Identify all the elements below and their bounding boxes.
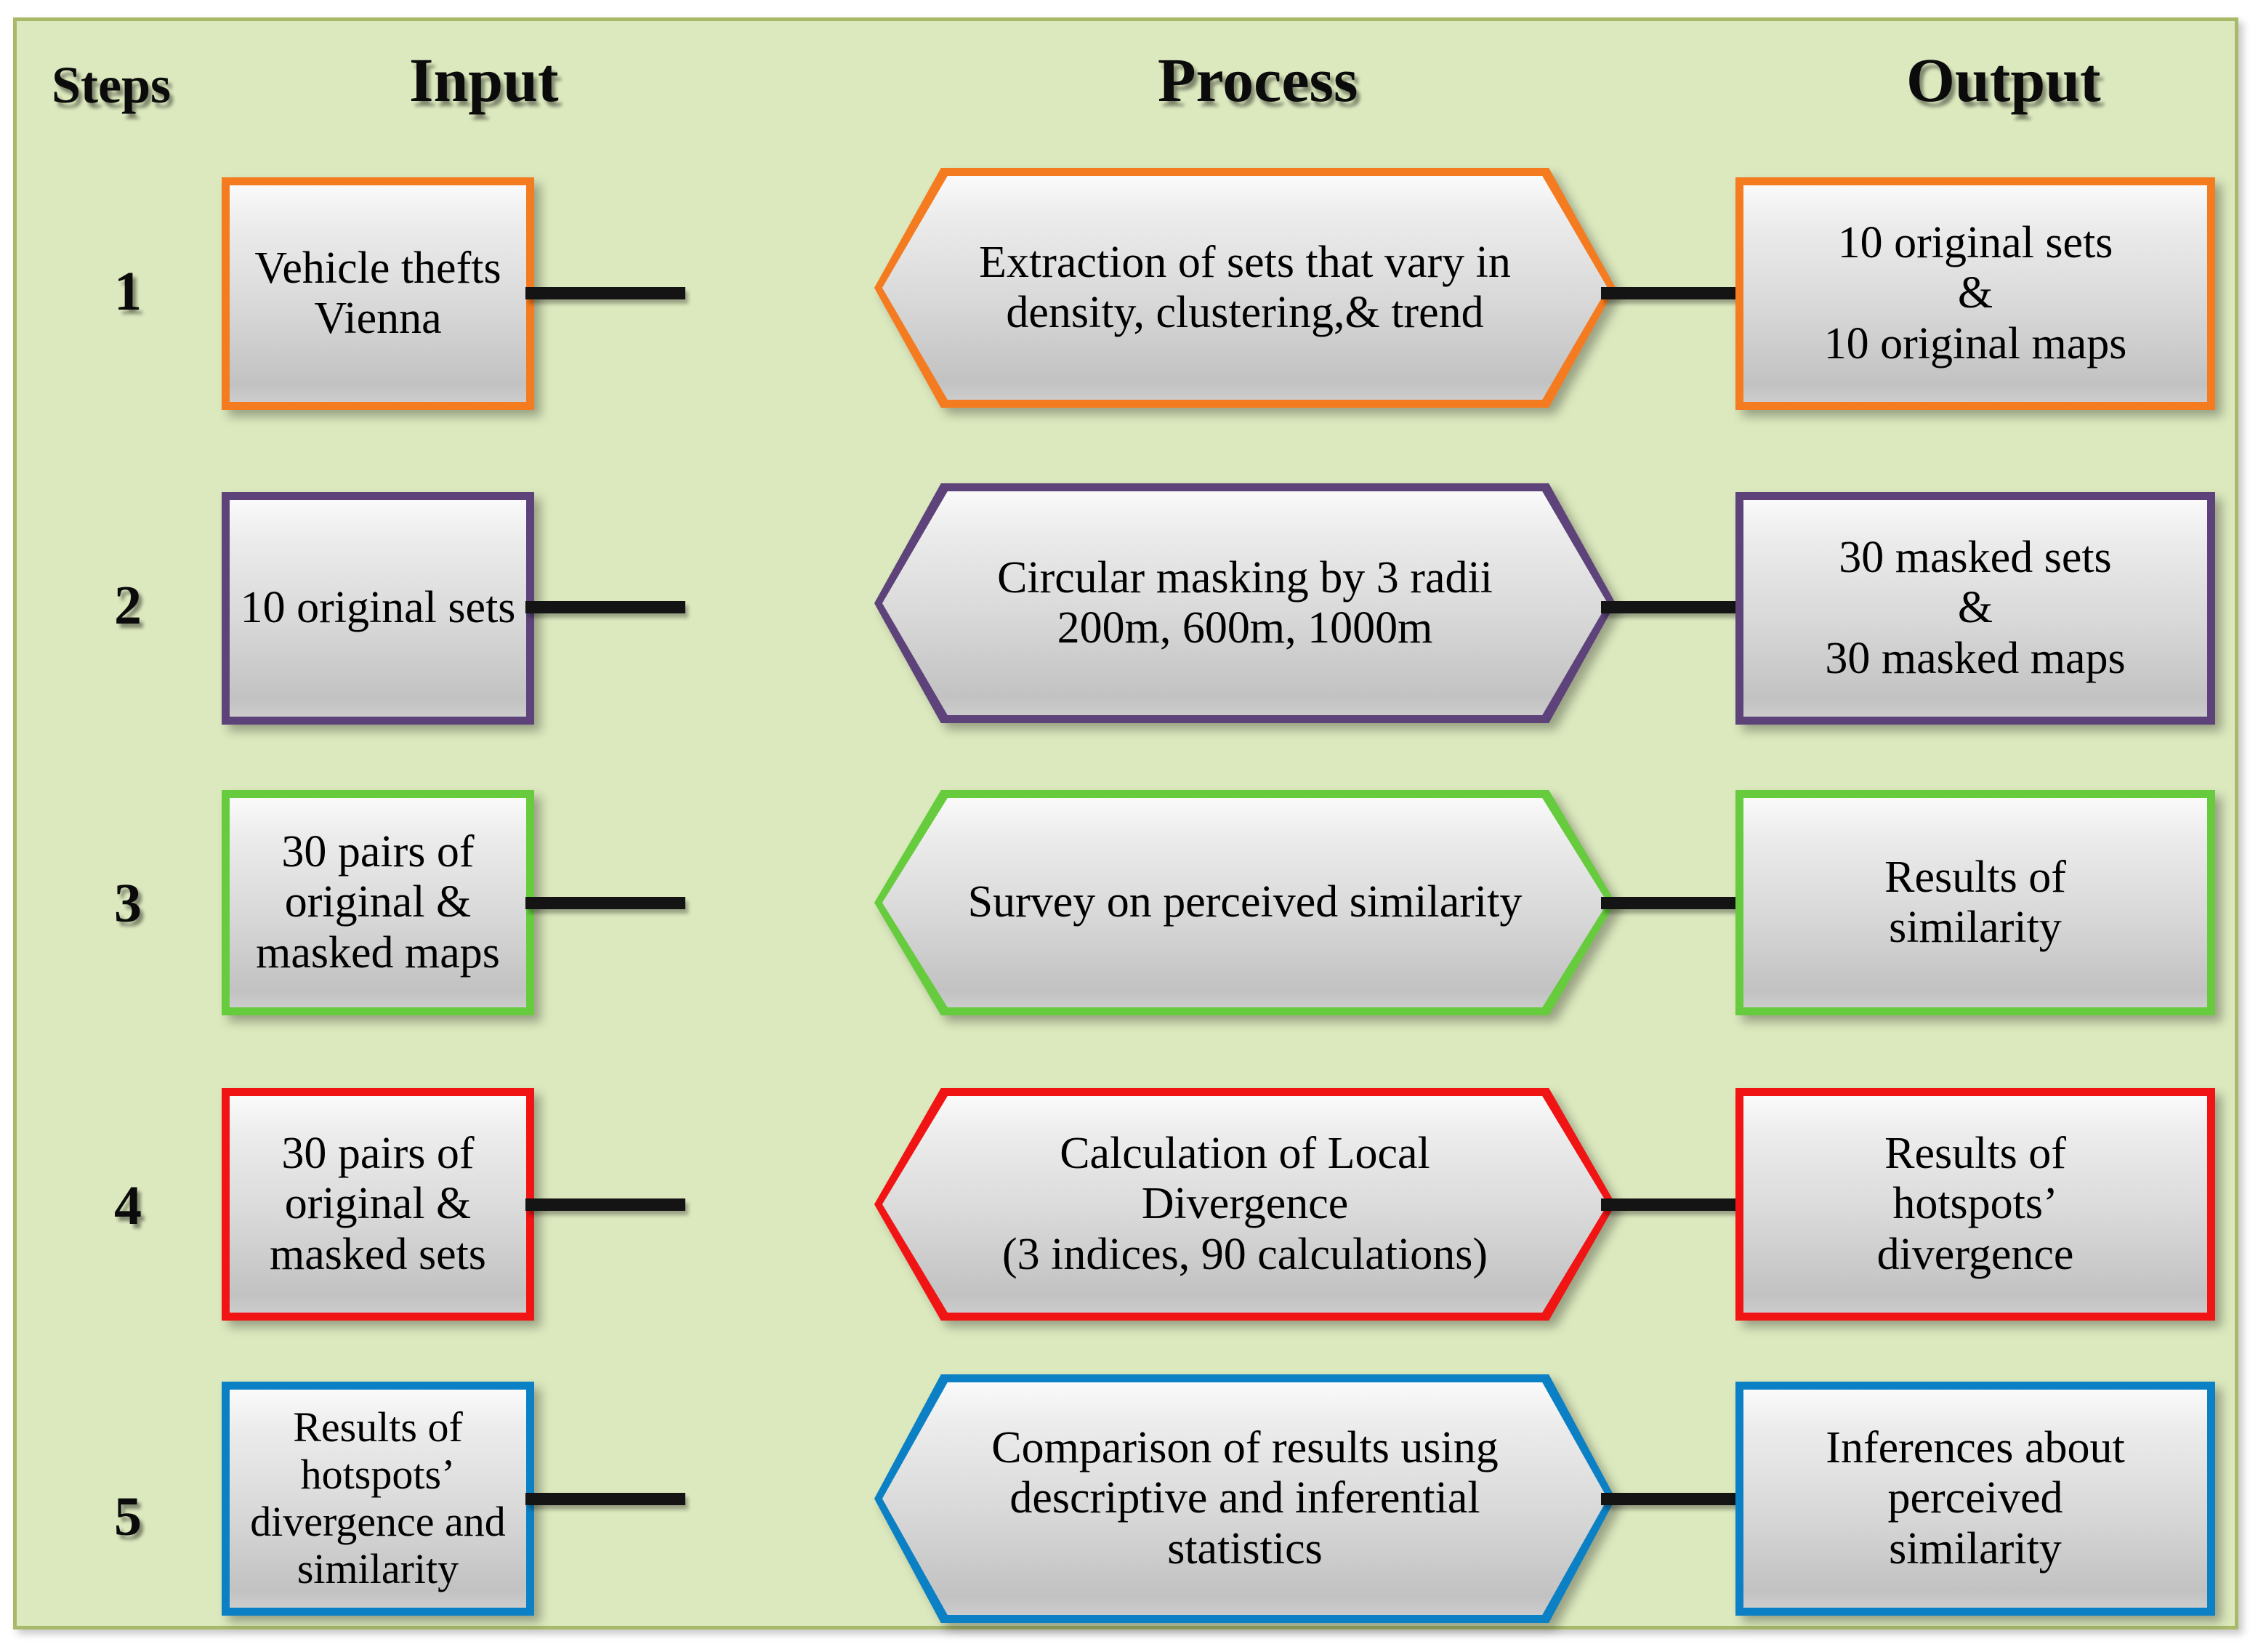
connector-row-3-process-output — [1601, 897, 1750, 909]
output-node-row-1[interactable]: 10 original sets & 10 original maps — [1735, 177, 2215, 410]
output-node-row-4[interactable]: Results of hotspots’ divergence — [1735, 1088, 2215, 1321]
step-number-1: 1 — [114, 261, 142, 322]
process-node-row-3[interactable]: Survey on perceived similarity — [874, 790, 1616, 1015]
process-node-row-2-label: Circular masking by 3 radii 200m, 600m, … — [997, 552, 1493, 653]
input-node-row-5[interactable]: Results of hotspots’ divergence and simi… — [222, 1382, 534, 1616]
input-node-row-4[interactable]: 30 pairs of original & masked sets — [222, 1088, 534, 1321]
column-heading-steps: Steps — [52, 56, 172, 114]
process-node-row-2[interactable]: Circular masking by 3 radii 200m, 600m, … — [874, 483, 1616, 723]
input-node-row-1[interactable]: Vehicle thefts Vienna — [222, 177, 534, 410]
connector-row-2-input-process — [525, 601, 685, 613]
process-node-row-1-label: Extraction of sets that vary in density,… — [979, 237, 1511, 337]
step-number-3: 3 — [114, 873, 142, 934]
process-node-row-4[interactable]: Calculation of Local Divergence (3 indic… — [874, 1088, 1616, 1321]
process-node-row-3-label: Survey on perceived similarity — [967, 877, 1523, 927]
connector-row-5-input-process — [525, 1493, 685, 1505]
connector-row-4-process-output — [1601, 1198, 1750, 1211]
connector-row-1-input-process — [525, 287, 685, 299]
process-node-row-5[interactable]: Comparison of results using descriptive … — [874, 1374, 1616, 1623]
output-node-row-2[interactable]: 30 masked sets & 30 masked maps — [1735, 492, 2215, 725]
step-number-2: 2 — [114, 575, 142, 636]
input-node-row-2[interactable]: 10 original sets — [222, 492, 534, 725]
output-node-row-3[interactable]: Results of similarity — [1735, 790, 2215, 1015]
process-node-row-4-label: Calculation of Local Divergence (3 indic… — [1001, 1128, 1488, 1279]
connector-row-5-process-output — [1601, 1493, 1750, 1505]
connector-row-4-input-process — [525, 1198, 685, 1211]
column-heading-process: Process — [1158, 45, 1358, 115]
connector-row-1-process-output — [1601, 287, 1750, 299]
process-node-row-1[interactable]: Extraction of sets that vary in density,… — [874, 168, 1616, 408]
output-node-row-5[interactable]: Inferences about perceived similarity — [1735, 1382, 2215, 1616]
process-node-row-5-label: Comparison of results using descriptive … — [991, 1422, 1499, 1574]
flowchart-panel: Steps Input Process Output 1 Vehicle the… — [13, 17, 2238, 1629]
connector-row-3-input-process — [525, 897, 685, 909]
connector-row-2-process-output — [1601, 601, 1750, 613]
column-heading-input: Input — [409, 45, 559, 115]
column-heading-output: Output — [1906, 45, 2101, 115]
step-number-4: 4 — [114, 1175, 142, 1236]
step-number-5: 5 — [114, 1486, 142, 1547]
input-node-row-3[interactable]: 30 pairs of original & masked maps — [222, 790, 534, 1015]
